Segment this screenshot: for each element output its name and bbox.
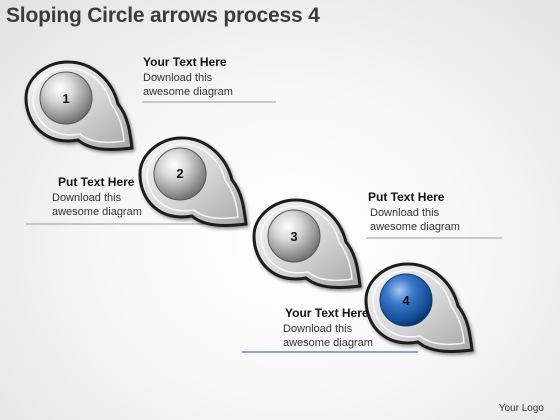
step-number-4: 4 bbox=[402, 293, 410, 308]
teardrop-arrow-4: 4 bbox=[366, 264, 472, 352]
teardrop-arrow-3: 3 bbox=[254, 200, 360, 288]
step-ball-1 bbox=[39, 71, 93, 125]
logo-placeholder: Your Logo bbox=[498, 403, 544, 414]
step-1-heading: Your Text Here bbox=[143, 55, 227, 69]
step-ball-2 bbox=[153, 147, 207, 201]
step-1-text: Your Text Here Download this awesome dia… bbox=[143, 55, 233, 99]
step-number-3: 3 bbox=[290, 229, 297, 244]
teardrop-arrow-2: 2 bbox=[140, 138, 246, 226]
step-1-body-line-2: awesome diagram bbox=[143, 85, 233, 98]
step-4-body-line-2: awesome diagram bbox=[283, 336, 373, 349]
step-3-body: Download this awesome diagram bbox=[370, 207, 460, 233]
step-3-text: Put Text Here Download this awesome diag… bbox=[368, 190, 460, 234]
step-number-1: 1 bbox=[62, 91, 69, 106]
step-ball-4 bbox=[379, 273, 433, 327]
step-ball-3 bbox=[267, 209, 321, 263]
step-4-body: Download this awesome diagram bbox=[283, 323, 373, 349]
step-3-body-line-2: awesome diagram bbox=[370, 220, 460, 233]
step-2-text: Put Text Here Download this awesome diag… bbox=[52, 175, 142, 219]
teardrop-arrow-1: 1 bbox=[26, 62, 132, 150]
step-1-body: Download this awesome diagram bbox=[143, 72, 233, 98]
step-4-heading: Your Text Here bbox=[285, 306, 369, 320]
step-2-body-line-2: awesome diagram bbox=[52, 205, 142, 218]
step-2-body-line-1: Download this bbox=[52, 192, 122, 205]
step-3-body-line-1: Download this bbox=[370, 207, 440, 220]
step-2-heading: Put Text Here bbox=[58, 175, 135, 189]
step-4-body-line-1: Download this bbox=[283, 323, 353, 336]
step-4-text: Your Text Here Download this awesome dia… bbox=[283, 306, 373, 350]
step-3-heading: Put Text Here bbox=[368, 190, 445, 204]
step-number-2: 2 bbox=[176, 166, 183, 181]
step-2-body: Download this awesome diagram bbox=[52, 192, 142, 218]
page-title: Sloping Circle arrows process 4 bbox=[6, 4, 320, 27]
step-1-body-line-1: Download this bbox=[143, 72, 213, 85]
